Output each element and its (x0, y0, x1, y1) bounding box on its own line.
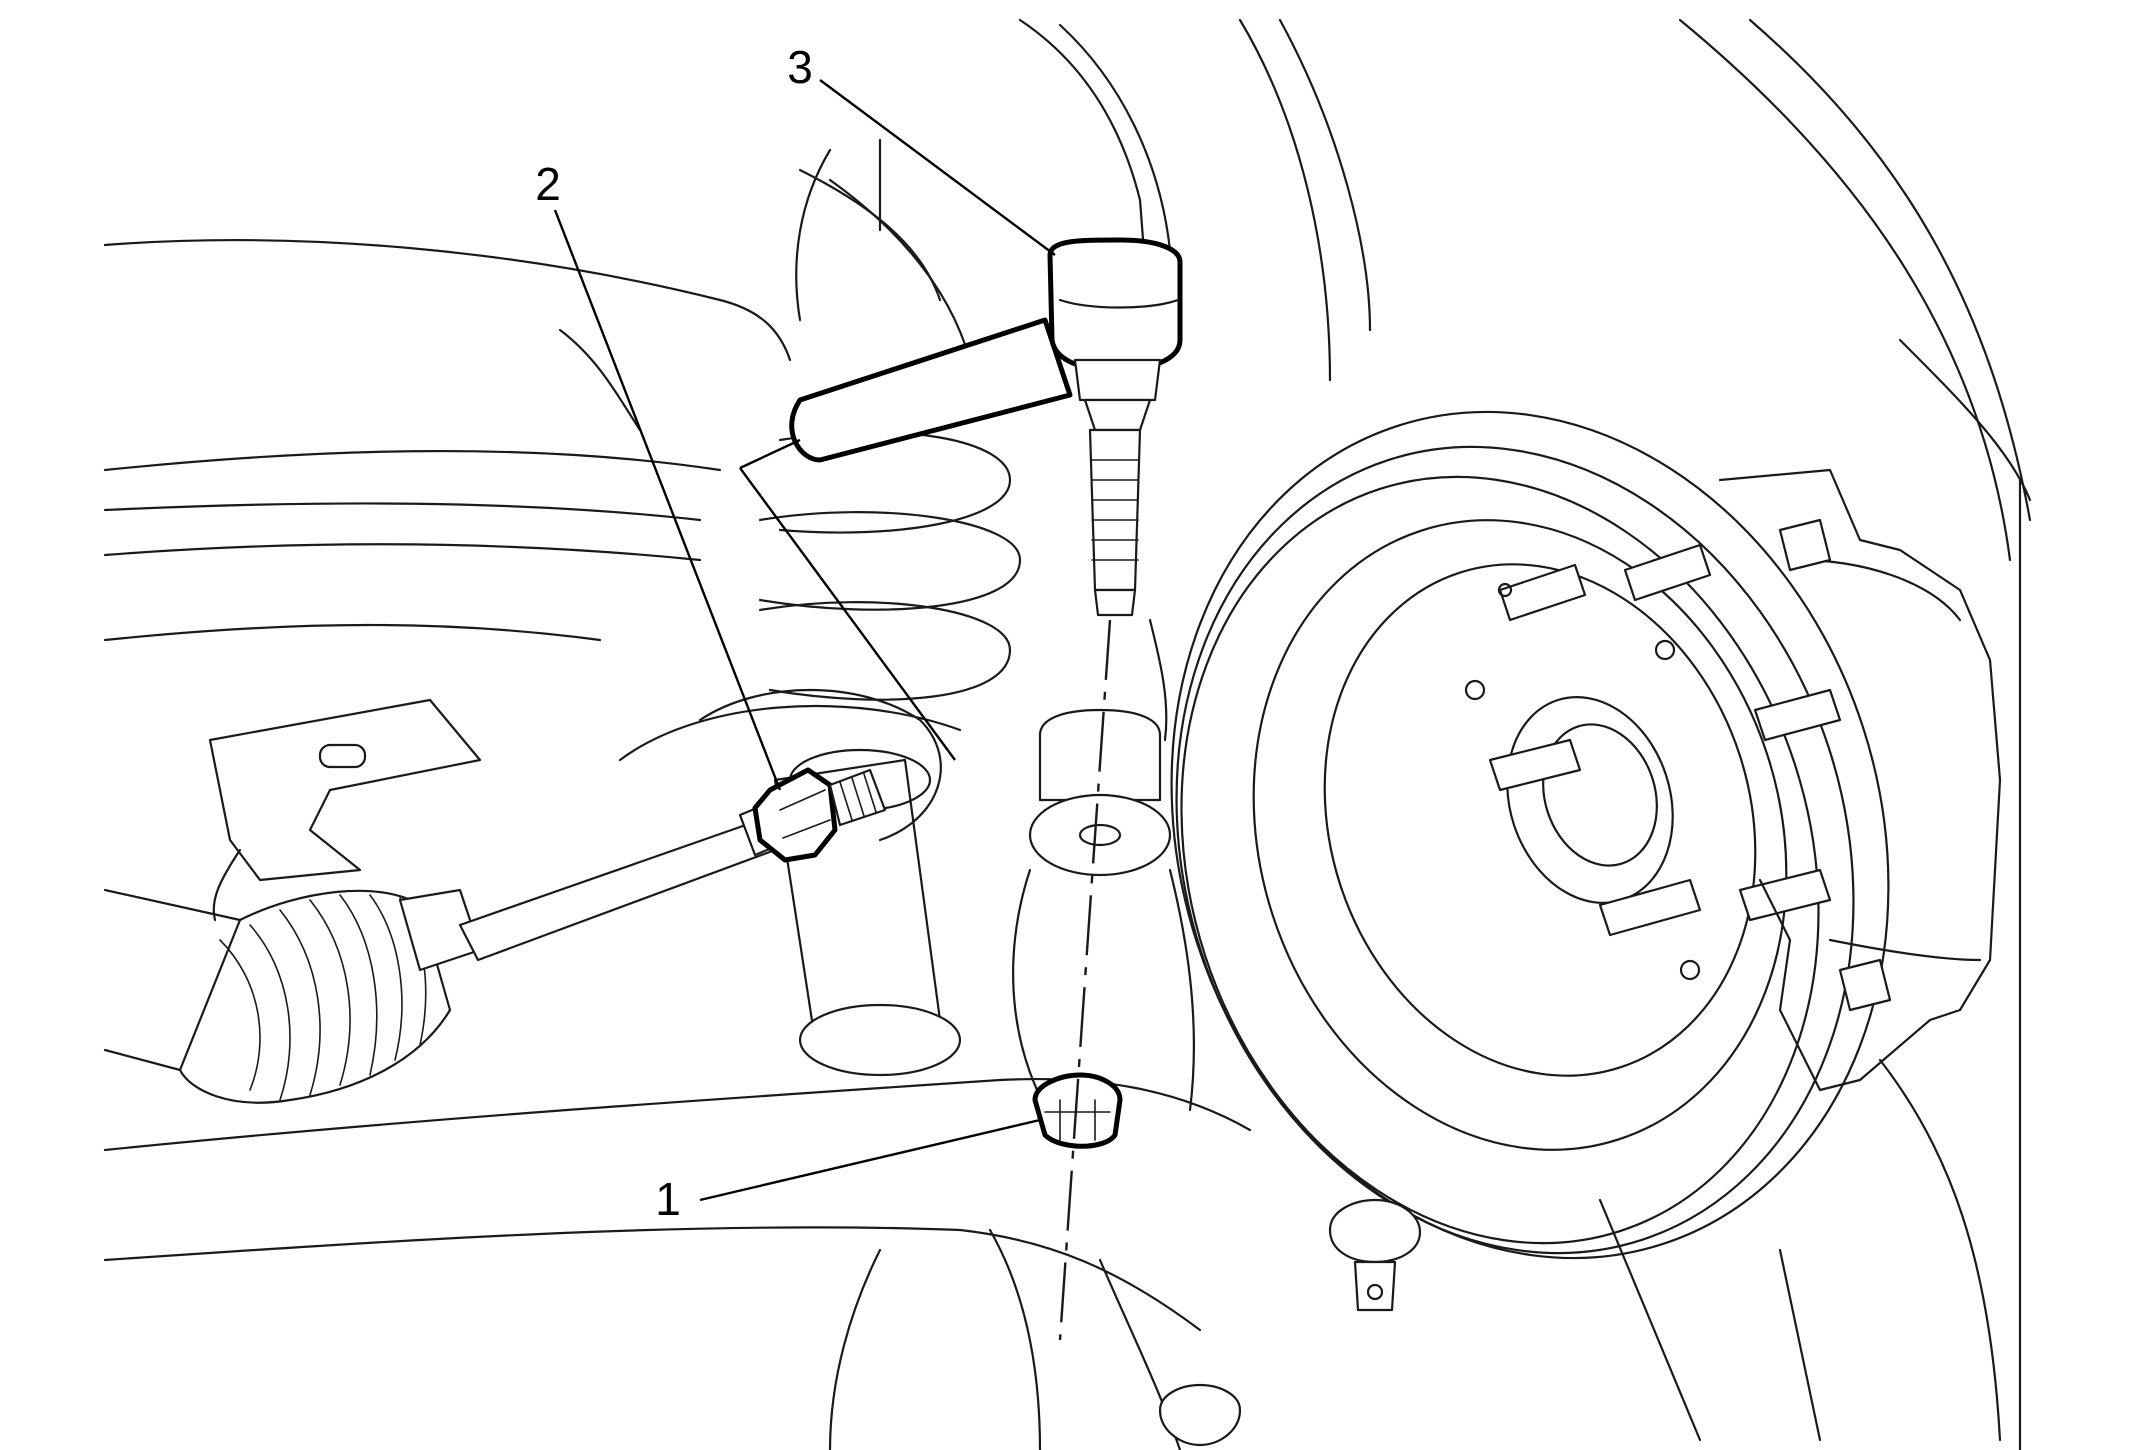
wheel-studs (1464, 543, 1842, 981)
callout-3: 3 (787, 41, 1056, 256)
tie-rod-end-nut (1032, 1072, 1123, 1149)
outer-tie-rod-end (789, 237, 1183, 617)
callout-2-label: 2 (535, 158, 561, 210)
brake-caliper (1718, 468, 2002, 1092)
callout-1: 1 (655, 1118, 1041, 1225)
mounting-bracket (208, 698, 482, 922)
knuckle-bolt (1158, 1198, 1422, 1447)
callout-2: 2 (535, 158, 782, 791)
alignment-axis-lines (739, 438, 1112, 1341)
tie-rod-threaded-end (828, 768, 887, 827)
steering-rack-boot (103, 888, 482, 1104)
coil-spring (758, 138, 1022, 701)
vehicle-body-outline (1018, 18, 2032, 1450)
brake-rotor (1170, 410, 1890, 1260)
tie-rod-jam-nut (752, 767, 838, 863)
callout-3-label: 3 (787, 41, 813, 93)
callout-1-label: 1 (655, 1173, 681, 1225)
frame-rails (103, 239, 792, 642)
